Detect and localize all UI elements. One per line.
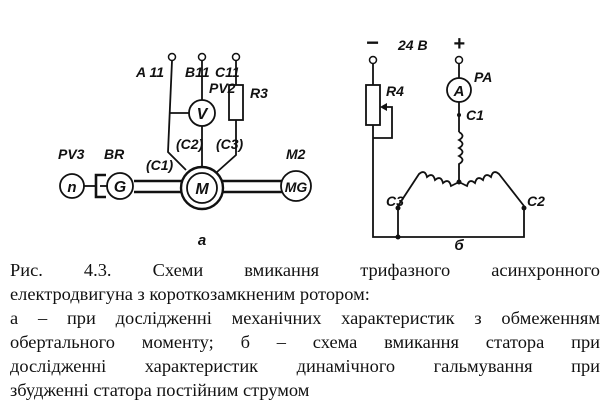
wire-c3 (216, 120, 237, 173)
motor-m-inner (186, 172, 218, 204)
label-br: BR (104, 146, 125, 162)
caption-line: обертального моменту; б – схема вмикання… (10, 332, 600, 352)
terminal-b11 (197, 52, 207, 62)
label-pa: PA (474, 69, 492, 85)
label-node-c2: C2 (527, 193, 545, 209)
caption-line: Рис. 4.3. Схеми вмикання трифазного асин… (10, 260, 600, 280)
caption-line: збудженні статора постійним струмом (10, 380, 310, 400)
brake-br (94, 173, 106, 199)
resistor-r3 (228, 84, 244, 121)
supply-voltage: 24 В (397, 37, 428, 53)
wire-c1 (167, 60, 187, 171)
label-a11: A 11 (135, 64, 164, 80)
minus-sign: − (366, 30, 379, 55)
star-point (456, 179, 462, 185)
label-r4: R4 (386, 83, 404, 99)
winding-c2 (458, 171, 525, 207)
node-return-dot (395, 234, 401, 240)
label-pv2: PV2 (209, 80, 236, 96)
node-c1-dot (457, 113, 461, 117)
node-c2-dot (521, 205, 527, 211)
label-node-c3: C3 (386, 193, 404, 209)
label-r3: R3 (250, 85, 268, 101)
winding-c3 (397, 171, 460, 207)
terminal-c11 (231, 52, 241, 62)
rheostat-wiper (373, 106, 393, 139)
terminal-plus (454, 55, 464, 65)
diagram-b: − 24 В + A R4 PA C1 C3 C2 б (365, 30, 545, 250)
voltmeter-pv2 (188, 99, 216, 127)
label-c2: (C2) (176, 136, 204, 152)
generator-symbol: G (114, 179, 126, 196)
label-c1: (C1) (146, 157, 174, 173)
terminal-minus (368, 55, 378, 65)
plus-sign: + (453, 33, 465, 55)
label-c11: C11 (215, 64, 240, 80)
wire-return (372, 125, 525, 238)
rheostat-r4 (365, 84, 381, 126)
motor-symbol: M (195, 181, 209, 198)
ammeter-symbol: A (453, 83, 465, 100)
winding-c1 (457, 131, 464, 182)
label-c3: (C3) (216, 136, 244, 152)
voltmeter-symbol: V (197, 106, 209, 123)
label-node-c1: C1 (466, 107, 484, 123)
rheostat-arrow (380, 103, 387, 111)
caption-line: дослідженні характеристик динамічного га… (10, 356, 600, 376)
label-m2: M2 (286, 146, 306, 162)
load-machine-m2 (280, 170, 312, 202)
sublabel-b: б (454, 237, 464, 250)
diagram-a: V n G M MG A 11 B11 C11 PV2 R3 (C1) (C2)… (58, 52, 312, 249)
figure-caption: Рис. 4.3. Схеми вмикання трифазного асин… (10, 258, 600, 402)
caption-line: електродвигуна з короткозамкненим роторо… (10, 284, 370, 304)
circuit-diagrams: V n G M MG A 11 B11 C11 PV2 R3 (C1) (C2)… (58, 30, 545, 250)
label-b11: B11 (185, 64, 210, 80)
terminal-a11 (167, 52, 177, 62)
load-symbol: MG (285, 179, 308, 195)
generator-g (106, 172, 134, 200)
label-pv3: PV3 (58, 146, 85, 162)
sublabel-a: а (198, 232, 206, 249)
caption-line: а – при дослідженні механічних характери… (10, 308, 600, 328)
tachometer-symbol: n (67, 179, 76, 196)
